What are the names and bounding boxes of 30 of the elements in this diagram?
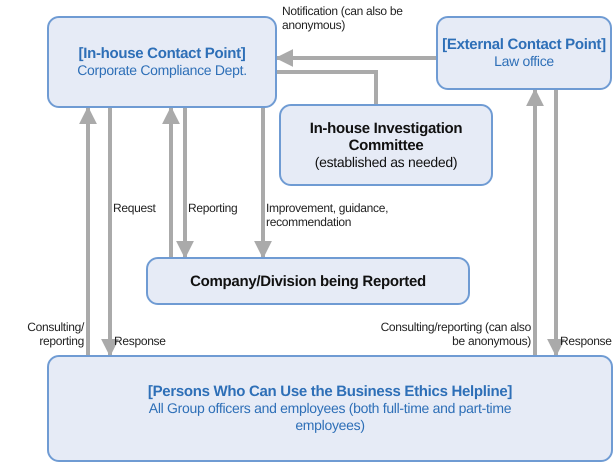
edge-label: Improvement, guidance, recommendation <box>266 201 390 229</box>
edge-label: Notification (can also be anonymous) <box>282 4 404 32</box>
node-title: [External Contact Point] <box>442 36 606 53</box>
node-title: In-house Investigation Committee <box>308 120 464 154</box>
arrow <box>162 106 180 257</box>
edge-label: Consulting/ reporting <box>26 320 84 348</box>
arrow <box>176 108 194 259</box>
arrow <box>526 88 544 355</box>
process-box <box>436 16 612 90</box>
arrow <box>547 90 565 357</box>
edge-label: Response <box>560 334 613 348</box>
arrow <box>275 49 436 67</box>
node-title: [Persons Who Can Use the Business Ethics Helpline] <box>148 383 512 400</box>
process-box <box>47 355 613 462</box>
process-box <box>279 104 493 186</box>
arrow <box>79 106 97 355</box>
arrow <box>254 108 272 259</box>
edge-label: Response <box>114 334 167 348</box>
node-text: All Group officers and employees (both full-time and part-time employees) <box>148 400 512 434</box>
node-text: Corporate Compliance Dept. <box>77 62 247 79</box>
node-text: Law office <box>494 53 554 70</box>
arrow <box>101 108 119 357</box>
edge-label: Request <box>113 201 157 215</box>
node-text: (established as needed) <box>314 154 458 170</box>
node-title: [In-house Contact Point] <box>78 45 246 62</box>
process-box <box>47 16 277 108</box>
edge-label: Reporting <box>188 201 238 215</box>
process-box <box>146 257 470 305</box>
node-title: Company/Division being Reported <box>190 272 426 290</box>
edge-label: Consulting/reporting (can also be anonymous) <box>380 320 531 348</box>
